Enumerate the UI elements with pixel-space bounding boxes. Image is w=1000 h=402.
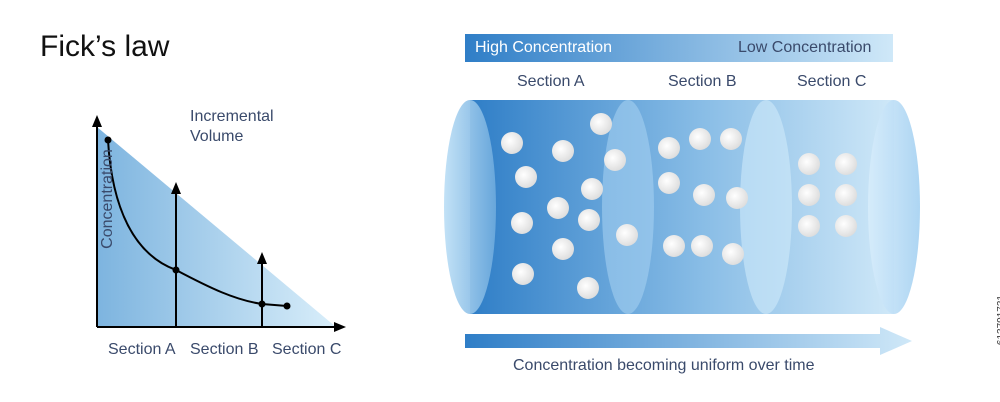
particle bbox=[726, 187, 748, 209]
particle bbox=[552, 140, 574, 162]
curve-point-b bbox=[258, 300, 266, 308]
particles-section-b bbox=[658, 128, 748, 265]
particle bbox=[515, 166, 537, 188]
left-section-b-label: Section B bbox=[190, 341, 259, 358]
annotation-line-2: Volume bbox=[190, 128, 244, 145]
tube-right-cap bbox=[868, 100, 920, 314]
particle bbox=[577, 277, 599, 299]
right-section-b-label: Section B bbox=[668, 73, 737, 90]
left-section-a-label: Section A bbox=[108, 341, 176, 358]
divider-b-c bbox=[740, 100, 792, 314]
particle bbox=[616, 224, 638, 246]
particle bbox=[691, 235, 713, 257]
particle bbox=[798, 215, 820, 237]
particle bbox=[835, 153, 857, 175]
particle bbox=[658, 137, 680, 159]
concentration-gradient-bar bbox=[465, 34, 893, 62]
low-concentration-label: Low Concentration bbox=[738, 39, 872, 56]
curve-point-end bbox=[283, 302, 291, 310]
title: Fick’s law bbox=[40, 30, 170, 63]
tube-left-cap bbox=[444, 100, 496, 314]
particle bbox=[501, 132, 523, 154]
particle bbox=[512, 263, 534, 285]
high-concentration-label: High Concentration bbox=[475, 39, 612, 56]
particle bbox=[693, 184, 715, 206]
particle bbox=[798, 184, 820, 206]
section-b-marker-arrow bbox=[257, 252, 267, 264]
particle bbox=[578, 209, 600, 231]
y-axis-label: Concentration bbox=[98, 149, 116, 249]
tube-body bbox=[470, 100, 894, 314]
particle bbox=[658, 172, 680, 194]
particles-section-a bbox=[501, 113, 638, 299]
side-id: 613791731 bbox=[996, 295, 1000, 346]
particle bbox=[590, 113, 612, 135]
particle bbox=[722, 243, 744, 265]
particle bbox=[552, 238, 574, 260]
uniform-over-time-label: Concentration becoming uniform over time bbox=[513, 357, 815, 374]
particle bbox=[663, 235, 685, 257]
annotation-line-1: Incremental bbox=[190, 108, 274, 125]
concentration-gradient-triangle bbox=[97, 127, 336, 327]
particle bbox=[720, 128, 742, 150]
x-axis-arrow bbox=[334, 322, 346, 332]
right-section-c-label: Section C bbox=[797, 73, 867, 90]
particle bbox=[835, 184, 857, 206]
curve-point-start bbox=[104, 136, 112, 144]
particle bbox=[604, 149, 626, 171]
particle bbox=[798, 153, 820, 175]
particles-section-c bbox=[798, 153, 857, 237]
y-axis-arrow bbox=[92, 115, 102, 127]
particle bbox=[581, 178, 603, 200]
right-section-a-label: Section A bbox=[517, 73, 585, 90]
left-section-c-label: Section C bbox=[272, 341, 342, 358]
divider-a-b bbox=[602, 100, 654, 314]
time-arrow bbox=[465, 327, 912, 355]
curve-point-a bbox=[172, 266, 180, 274]
particle bbox=[835, 215, 857, 237]
particle bbox=[547, 197, 569, 219]
section-a-marker-arrow bbox=[171, 182, 181, 194]
particle bbox=[511, 212, 533, 234]
particle bbox=[689, 128, 711, 150]
